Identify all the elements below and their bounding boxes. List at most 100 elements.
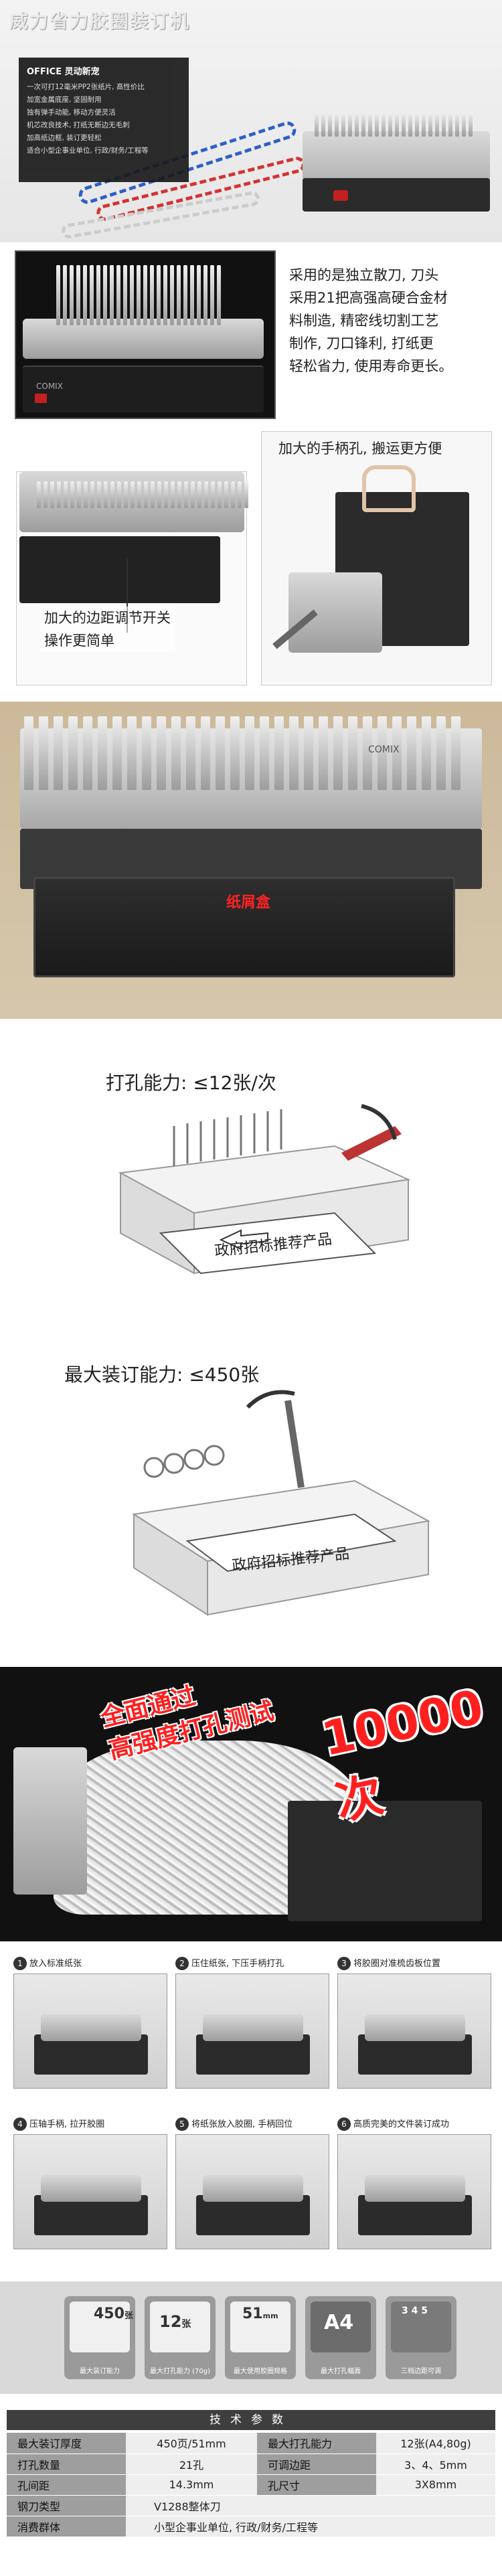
machine-base: [303, 178, 490, 212]
margin-label-line: 加大的边距调节开关: [44, 610, 171, 626]
a4-sheet-icon: [311, 2302, 371, 2352]
icon-value: A4: [324, 2311, 353, 2334]
machine-base: [288, 1801, 482, 1921]
spec-value: 21孔: [126, 2453, 257, 2475]
comb-teeth: [315, 112, 473, 137]
blade-feature-section: COMIX 采用的是独立散刀, 刀头 采用21把高强高硬合金材 料制造, 精密线…: [0, 242, 502, 431]
step-text: 将纸张放入胶圈, 手柄回位: [191, 2119, 293, 2129]
arrow-up-icon: [127, 559, 128, 633]
icon-caption: 最大使用胶圈规格: [234, 2368, 287, 2375]
paper-scrap-drawer: [33, 877, 455, 977]
icon-caption: 三档边距可调: [401, 2368, 441, 2375]
paper-sheet: [159, 1212, 377, 1275]
hero-banner: 威力省力胶圈装订机 OFFICE 灵动新宠 一次可打12毫米PP2张纸片, 高性…: [0, 0, 502, 242]
icon-value: 51mm: [242, 2306, 278, 2322]
punch-diagram: [118, 1104, 411, 1275]
hand-gripping-handle: [362, 465, 416, 512]
curved-arrow-icon: [246, 1390, 295, 1409]
capacity-section: 打孔能力: ≤12张/次 政府招标推荐产品 最大装订能力: ≤450张 政府招标…: [0, 1019, 502, 1666]
step-text: 压轴手柄, 拉开胶圈: [29, 2119, 105, 2129]
paper-scrap-tray: [19, 536, 220, 603]
spec-value: 小型企事业单位, 行政/财务/工程等: [126, 2516, 495, 2537]
icon-value-unit: 张: [181, 2319, 191, 2330]
stress-test-section: 全面通过 高强度打孔测试 10000次: [0, 1667, 502, 1941]
spec-value: 3、4、5mm: [376, 2453, 495, 2475]
step-number: 3: [337, 1957, 351, 1970]
step-text: 放入标准纸张: [29, 1959, 82, 1969]
icon-value: 450张: [94, 2306, 133, 2322]
red-switch-icon: [333, 190, 348, 201]
margin-label-line: 操作更简单: [44, 633, 114, 649]
comb-teeth: [37, 481, 248, 508]
spec-key: 钢刀类型: [7, 2495, 126, 2516]
margin-adjust-card: 3 4 5 三档边距可调: [386, 2296, 456, 2379]
hero-title: 威力省力胶圈装订机: [9, 10, 191, 32]
icon-caption: 最大打孔幅面: [321, 2368, 361, 2375]
step-number: 6: [337, 2117, 351, 2131]
brand-logo: COMIX: [368, 744, 400, 755]
max-coil-card: 51mm 最大使用胶圈规格: [225, 2296, 296, 2379]
max-format-card: A4 最大打孔幅面: [305, 2296, 376, 2379]
table-row: 最大装订厚度 450页/51mm 最大打孔能力 12张(A4,80g): [7, 2433, 495, 2454]
icon-value-number: A4: [324, 2311, 354, 2334]
comb-teeth: [56, 265, 221, 325]
margin-dial-icon: [391, 2302, 451, 2352]
step-number: 5: [175, 2117, 189, 2131]
spec-value: 3X8mm: [376, 2474, 495, 2496]
handle-lever: [341, 1126, 402, 1161]
blade-desc-line: 采用的是独立散刀, 刀头: [289, 267, 439, 283]
sheets-icon: [150, 2302, 210, 2352]
table-row: 钢刀类型 V1288整体刀: [7, 2495, 495, 2516]
blade-desc-line: 轻松省力, 使用寿命更长。: [289, 358, 453, 374]
bind-diagram: [132, 1390, 430, 1616]
step-number: 2: [175, 1957, 189, 1970]
binding-coil: [143, 1445, 225, 1478]
spec-value: 14.3mm: [126, 2474, 257, 2496]
max-binding-card: 450张 最大装订能力: [64, 2296, 135, 2379]
spec-key: 孔间距: [7, 2474, 126, 2496]
feature-heading: OFFICE 灵动新宠: [27, 67, 100, 77]
table-row: 孔间距 14.3mm 孔尺寸 3X8mm: [7, 2474, 495, 2496]
step-text: 高质完美的文件装订成功: [353, 2119, 450, 2129]
spec-key: 可调边距: [257, 2453, 376, 2475]
step-photo: [13, 2134, 167, 2249]
spec-icon-strip: 450张 最大装订能力 12张 最大打孔能力 (70g) 51mm 最大使用胶圈…: [0, 2281, 502, 2394]
spec-table-section: 技术参数 最大装订厚度 450页/51mm 最大打孔能力 12张(A4,80g)…: [0, 2410, 502, 2576]
icon-value-number: 51: [242, 2306, 263, 2322]
step-number: 1: [13, 1957, 27, 1970]
machine-front-panel: COMIX: [23, 366, 264, 412]
table-row: 消费群体 小型企事业单位, 行政/财务/工程等: [7, 2516, 495, 2537]
icon-value-number: 450: [94, 2306, 124, 2322]
blade-desc-line: 料制造, 精密线切割工艺: [289, 313, 439, 329]
spec-key: 最大打孔能力: [257, 2433, 376, 2454]
icon-value-number: 3 4 5: [402, 2306, 428, 2316]
blade-description: 采用的是独立散刀, 刀头 采用21把高强高硬合金材 料制造, 精密线切割工艺 制…: [289, 264, 490, 378]
curved-arrow-icon: [361, 1104, 397, 1140]
spec-value: V1288整体刀: [126, 2495, 495, 2516]
spec-key: 消费群体: [7, 2516, 126, 2537]
step-photo: [337, 1974, 491, 2089]
table-row: 打孔数量 21孔 可调边距 3、4、5mm: [7, 2453, 495, 2475]
carry-handle-photo: [261, 431, 492, 686]
handle-lever-raised: [284, 1400, 305, 1488]
icon-caption: 最大打孔能力 (70g): [149, 2368, 211, 2375]
icon-value-unit: mm: [262, 2312, 278, 2320]
spec-key: 打孔数量: [7, 2453, 126, 2475]
feature-list-box: OFFICE 灵动新宠 一次可打12毫米PP2张纸片, 高性价比 加宽金属底座,…: [19, 58, 189, 182]
coil-icon: [230, 2302, 290, 2352]
handle-hole-label: 加大的手柄孔, 搬运更方便: [278, 440, 442, 457]
icon-caption: 最大装订能力: [80, 2368, 120, 2375]
step-photo: [337, 2134, 491, 2249]
scrap-tray-label: 纸屑盒: [226, 894, 271, 911]
blade-photo: COMIX: [15, 250, 276, 419]
feature-line: 适合小型企事业单位, 行政/财务/工程等: [27, 147, 149, 155]
icon-value: 3 4 5: [402, 2306, 428, 2316]
step-text: 压住纸张, 下压手柄打孔: [191, 1959, 284, 1969]
